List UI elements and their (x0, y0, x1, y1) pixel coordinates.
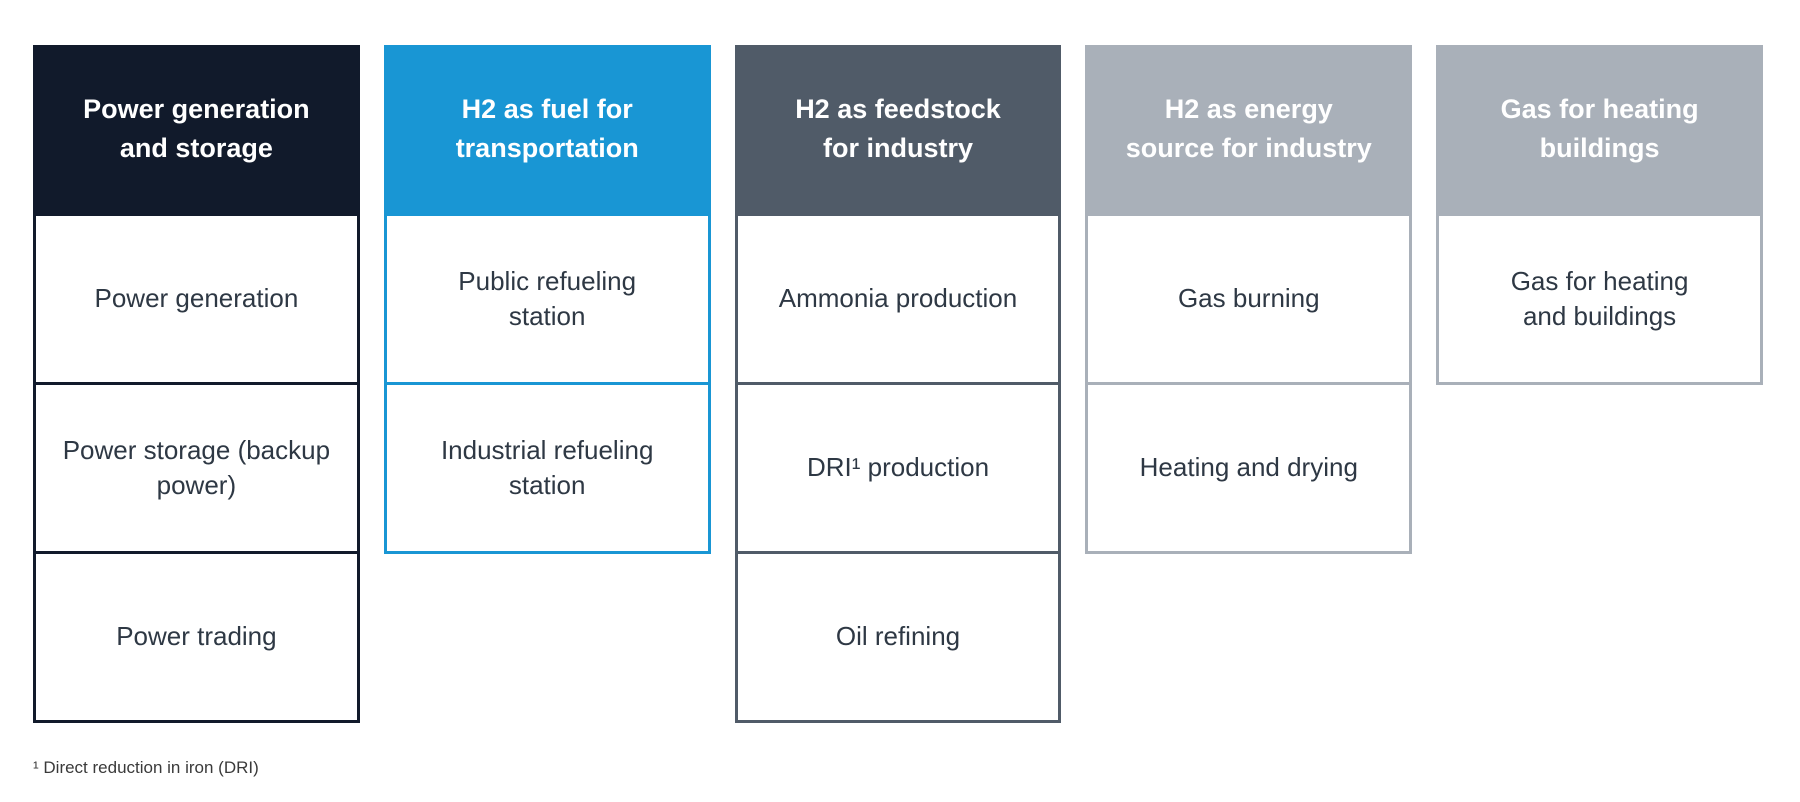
category-cell: Gas for heating and buildings (1436, 213, 1763, 385)
column-header: H2 as fuel for transportation (383, 45, 711, 213)
category-cell: Ammonia production (734, 213, 1062, 385)
footnote: ¹ Direct reduction in iron (DRI) (33, 758, 259, 777)
category-cell: Public refueling station (383, 213, 711, 385)
column-header: Power generation and storage (33, 45, 360, 213)
column-h2-as-feedstock-for-industry: H2 as feedstock for industry Ammonia pro… (734, 45, 1062, 723)
category-cell: DRI¹ production (734, 382, 1062, 554)
category-cell: Power storage (backup power) (33, 382, 360, 554)
category-cell: Power trading (33, 551, 360, 723)
category-cell: Industrial refueling station (383, 382, 711, 554)
category-cell: Gas burning (1085, 213, 1413, 385)
column-header: H2 as energy source for industry (1085, 45, 1413, 213)
column-power-generation-and-storage: Power generation and storage Power gener… (33, 45, 360, 723)
column-gas-for-heating-buildings: Gas for heating buildings Gas for heatin… (1436, 45, 1763, 723)
column-header: Gas for heating buildings (1436, 45, 1763, 213)
category-cell: Heating and drying (1085, 382, 1413, 554)
column-header: H2 as feedstock for industry (734, 45, 1062, 213)
column-h2-as-fuel-for-transportation: H2 as fuel for transportation Public ref… (383, 45, 711, 723)
column-h2-as-energy-source-for-industry: H2 as energy source for industry Gas bur… (1085, 45, 1413, 723)
category-cell: Oil refining (734, 551, 1062, 723)
category-board: Power generation and storage Power gener… (33, 45, 1763, 723)
category-cell: Power generation (33, 213, 360, 385)
